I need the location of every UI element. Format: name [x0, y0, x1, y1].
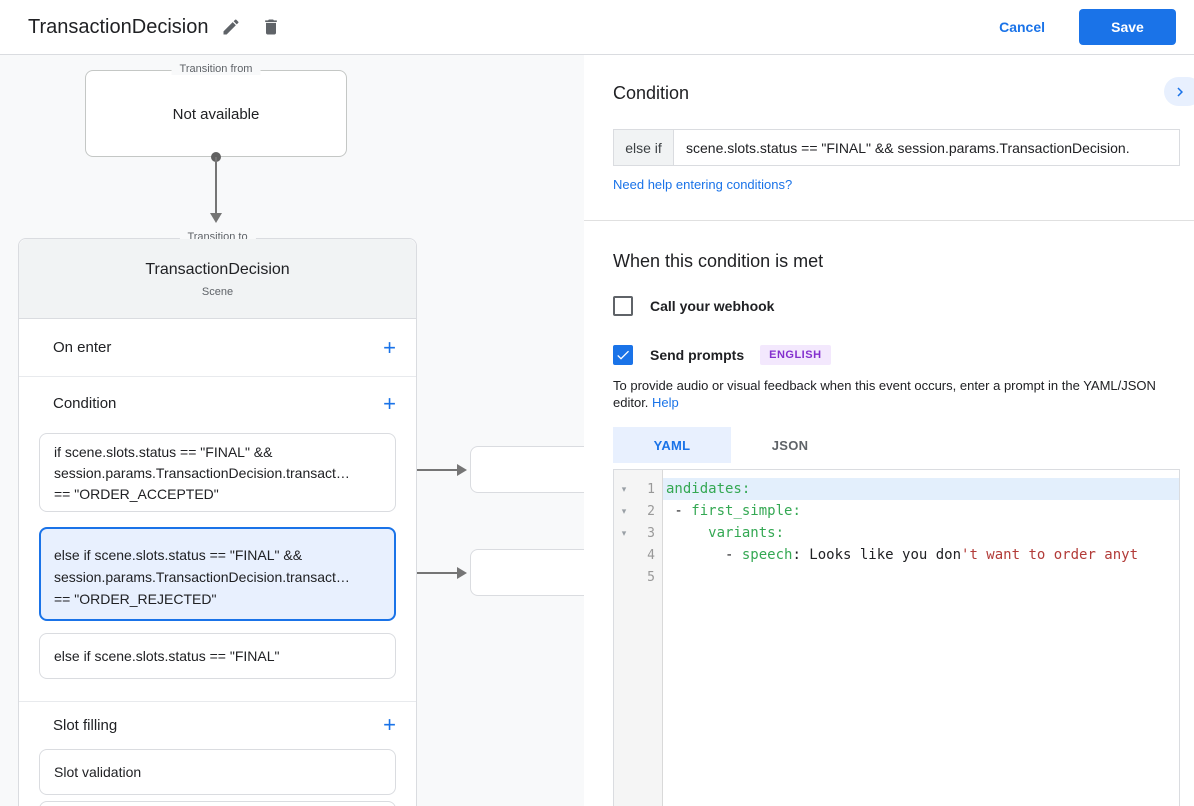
- help-link[interactable]: Help: [652, 395, 679, 410]
- line-number: 4: [647, 547, 655, 563]
- webhook-row: Call your webhook: [613, 296, 774, 316]
- add-slot-button[interactable]: +: [383, 712, 396, 737]
- editor-tabs: YAML JSON: [613, 427, 849, 463]
- connector-line: [215, 157, 217, 213]
- code-segment: -: [666, 547, 742, 563]
- divider: [19, 701, 416, 702]
- arrow-right-icon: [457, 567, 467, 579]
- connector-line: [400, 572, 457, 574]
- condition-line: == "ORDER_ACCEPTED": [54, 486, 219, 502]
- condition-line: session.params.TransactionDecision.trans…: [54, 569, 350, 585]
- save-button[interactable]: Save: [1079, 9, 1176, 45]
- section-slot-filling: Slot filling +: [19, 701, 416, 749]
- tab-yaml[interactable]: YAML: [613, 427, 731, 463]
- code-segment: 't want to order anyt: [961, 547, 1139, 563]
- code-segment: -: [666, 503, 692, 519]
- section-condition: Condition +: [19, 376, 416, 431]
- transition-from-legend: Transition from: [171, 63, 261, 75]
- send-prompts-label: Send prompts: [650, 347, 745, 363]
- chevron-right-icon: [1177, 87, 1183, 96]
- connector-line: [400, 469, 457, 471]
- tab-json[interactable]: JSON: [771, 437, 809, 453]
- check-icon: [617, 350, 629, 360]
- page-title: TransactionDecision: [28, 15, 209, 38]
- when-met-title: When this condition is met: [613, 251, 824, 271]
- section-on-enter: On enter +: [19, 319, 416, 376]
- code-line[interactable]: variants:: [663, 522, 1179, 544]
- conditions-help-link[interactable]: Need help entering conditions?: [613, 177, 793, 192]
- code-line[interactable]: [663, 566, 1179, 588]
- code-segment: [666, 525, 708, 541]
- top-bar: TransactionDecision Cancel Save: [0, 0, 1194, 55]
- line-number: 1: [647, 481, 655, 497]
- condition-line: session.params.TransactionDecision.trans…: [54, 465, 350, 481]
- yaml-editor[interactable]: ▾ 1 ▾ 2 ▾ 3 4 5 andidates: - first_simple: …: [613, 469, 1180, 806]
- fold-arrow-icon[interactable]: ▾: [621, 527, 627, 538]
- edit-icon[interactable]: [214, 10, 248, 44]
- scene-header: TransactionDecision Scene: [19, 239, 416, 319]
- slot-card-label: Slot validation: [54, 764, 142, 780]
- arrow-down-icon: [210, 213, 222, 223]
- language-badge: ENGLISH: [760, 345, 831, 365]
- condition-prefix: else if: [613, 129, 673, 166]
- code-segment: first_simple:: [691, 503, 801, 519]
- add-on-enter-button[interactable]: +: [383, 334, 396, 360]
- send-prompts-row: Send prompts ENGLISH: [613, 345, 831, 365]
- code-segment: : Looks like you don: [792, 547, 962, 563]
- call-webhook-label: Call your webhook: [650, 298, 775, 314]
- scene-canvas: Transition from Not available Transition…: [0, 55, 584, 806]
- call-webhook-checkbox[interactable]: [613, 296, 633, 316]
- arrow-right-icon: [457, 464, 467, 476]
- code-line[interactable]: andidates:: [663, 478, 1179, 500]
- code-segment: variants:: [708, 525, 785, 541]
- divider: [584, 220, 1194, 221]
- slot-validation-card[interactable]: Slot validation: [39, 749, 396, 795]
- transition-target-box[interactable]: [470, 549, 584, 596]
- detail-title: Condition: [613, 83, 690, 103]
- transition-from-value: Not available: [172, 106, 260, 123]
- condition-line: == "ORDER_REJECTED": [54, 591, 217, 607]
- condition-line: else if scene.slots.status == "FINAL" &&: [54, 547, 303, 563]
- code-line[interactable]: - first_simple:: [663, 500, 1179, 522]
- partial-card[interactable]: [39, 801, 396, 806]
- line-number: 3: [647, 525, 655, 541]
- condition-line: else if scene.slots.status == "FINAL": [54, 647, 280, 664]
- condition-card[interactable]: if scene.slots.status == "FINAL" && sess…: [39, 433, 396, 512]
- transition-to-panel: Transition to TransactionDecision Scene …: [18, 231, 417, 806]
- transition-from-box[interactable]: Transition from Not available: [85, 63, 347, 157]
- fold-arrow-icon[interactable]: ▾: [621, 483, 627, 494]
- divider: [19, 376, 416, 377]
- slot-filling-label: Slot filling: [53, 716, 118, 734]
- on-enter-label: On enter: [53, 339, 112, 356]
- condition-expression-row: else if scene.slots.status == "FINAL" &&…: [613, 129, 1180, 166]
- collapse-panel-button[interactable]: [1164, 77, 1194, 106]
- fold-arrow-icon[interactable]: ▾: [621, 505, 627, 516]
- cancel-button[interactable]: Cancel: [999, 19, 1045, 35]
- line-number: 5: [647, 569, 655, 585]
- condition-line: if scene.slots.status == "FINAL" &&: [54, 444, 273, 460]
- condition-label: Condition: [53, 395, 117, 412]
- transition-target-box[interactable]: [470, 446, 584, 493]
- add-condition-button[interactable]: +: [383, 390, 396, 416]
- delete-icon[interactable]: [254, 10, 288, 44]
- code-segment: speech: [741, 547, 793, 563]
- condition-expression-input[interactable]: scene.slots.status == "FINAL" && session…: [673, 129, 1180, 166]
- editor-code-area[interactable]: andidates: - first_simple: variants: - s…: [663, 470, 1179, 806]
- code-segment: andidates:: [666, 481, 751, 497]
- condition-detail-panel: Condition else if scene.slots.status == …: [584, 55, 1194, 806]
- scene-subtitle: Scene: [201, 286, 234, 298]
- prompt-description: To provide audio or visual feedback when…: [613, 377, 1176, 411]
- code-line[interactable]: - speech: Looks like you don't want to o…: [663, 544, 1179, 566]
- condition-card-selected[interactable]: else if scene.slots.status == "FINAL" &&…: [39, 527, 396, 621]
- line-number: 2: [647, 503, 655, 519]
- condition-card[interactable]: else if scene.slots.status == "FINAL": [39, 633, 396, 679]
- send-prompts-checkbox[interactable]: [613, 345, 633, 365]
- prompt-description-text: To provide audio or visual feedback when…: [613, 378, 1156, 410]
- editor-gutter: ▾ 1 ▾ 2 ▾ 3 4 5: [614, 470, 663, 806]
- scene-title: TransactionDecision: [145, 261, 290, 278]
